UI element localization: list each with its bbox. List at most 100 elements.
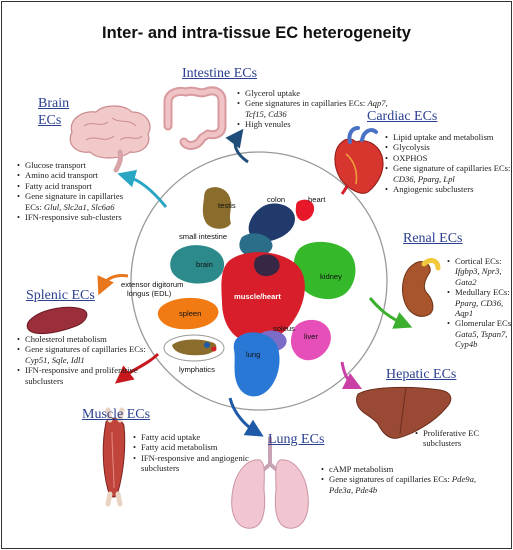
intestine-bullets: Glycerol uptake Gene signatures in capil… <box>236 88 395 130</box>
cardiac-bullet-text: Gene signature of capillaries ECs: <box>393 163 511 174</box>
hepatic-bullet: Proliferative EC subclusters <box>415 428 509 449</box>
splenic-bullet: Cholesterol metabolism <box>17 334 165 345</box>
splenic-genes: Cyp51, Sqle, Idl1 <box>25 354 85 365</box>
intestine-bullet: Gene signatures in capillaries ECs: Aqp7… <box>237 98 395 119</box>
renal-bullet: Cortical ECs: Ifgbp3, Npr3, Gata2 <box>447 256 511 287</box>
splenic-bullet: IFN-responsive and proliferative subclus… <box>17 365 165 386</box>
brain-bullet: IFN-responsive sub-clusters <box>17 212 129 223</box>
renal-heading: Renal ECs <box>403 231 463 246</box>
muscle-icon <box>102 407 126 507</box>
label-soleus: soleus <box>273 324 295 333</box>
splenic-bullet-text: Gene signatures of capillaries ECs: <box>25 344 146 355</box>
cluster-lymphatics <box>163 334 225 362</box>
cluster-spleen <box>157 297 219 330</box>
brain-heading-line2: ECs <box>38 113 62 128</box>
brain-genes: Glul, Slc2a1, Slc6a6 <box>43 201 115 212</box>
kidney-icon <box>401 258 441 317</box>
cluster-liver <box>290 319 331 361</box>
arrow-intestine <box>225 128 249 164</box>
cluster-colon-intestine <box>248 203 295 242</box>
lung-genes: Pde9a, Pde3a, Pde4b <box>329 474 477 495</box>
renal-bullet: Glomerular ECs: Gata5, Tspan7, Cyp4b <box>447 318 512 350</box>
label-muscle-heart: muscle/heart <box>234 292 281 301</box>
cluster-testis <box>202 187 231 229</box>
arrow-brain <box>117 169 168 208</box>
lung-bullet: cAMP metabolism <box>321 464 477 475</box>
cluster-kidney <box>293 241 356 300</box>
renal-bullet-label: Glomerular ECs: <box>455 318 512 329</box>
cardiac-bullet: Angiogenic subclusters <box>385 184 511 195</box>
hepatic-bullets: Proliferative EC subclusters <box>414 428 509 449</box>
splenic-heading: Splenic ECs <box>26 288 95 303</box>
splenic-bullet: Gene signatures of capillaries ECs: Cyp5… <box>17 344 165 365</box>
cluster-brain <box>170 245 225 284</box>
cardiac-genes: CD36, Pparg, Lpl <box>393 173 455 184</box>
muscle-bullet: Fatty acid metabolism <box>133 442 257 453</box>
label-colon: colon <box>267 195 286 204</box>
label-spleen: spleen <box>179 309 202 318</box>
intestine-bullet: Glycerol uptake <box>237 88 395 99</box>
lung-heading: Lung ECs <box>268 432 325 447</box>
arrow-lung <box>228 397 264 437</box>
brain-heading-line1: Brain <box>38 96 70 111</box>
hepatic-heading: Hepatic ECs <box>386 367 457 382</box>
liver-icon <box>356 386 452 439</box>
renal-genes: Pparg, CD36, Aqp1 <box>455 297 504 319</box>
muscle-bullet: Fatty acid uptake <box>133 432 257 443</box>
lung-bullets: cAMP metabolism Gene signatures of capil… <box>320 464 477 495</box>
figure-title: Inter- and intra-tissue EC heterogeneity <box>102 24 411 42</box>
cardiac-bullet: Lipid uptake and metabolism <box>385 132 511 143</box>
renal-bullet-label: Cortical ECs: <box>455 256 502 266</box>
arrow-splenic <box>97 274 129 296</box>
label-edl-line1: extensor digitorum <box>121 280 184 289</box>
cluster-muscle-heart <box>221 252 305 344</box>
brain-bullet: Glucose transport <box>17 160 129 171</box>
brain-bullets: Glucose transport Amino acid transport F… <box>16 160 129 223</box>
cluster-heart <box>295 199 315 221</box>
umap-circle <box>130 151 388 411</box>
label-lung: lung <box>246 350 261 359</box>
renal-genes: Ifgbp3, Npr3, Gata2 <box>455 266 502 287</box>
arrow-renal <box>368 297 413 329</box>
label-liver: liver <box>304 332 318 341</box>
heart-icon <box>334 126 384 194</box>
lung-bullet-text: Gene signatures of capillaries ECs: <box>329 474 452 485</box>
label-heart: heart <box>308 195 326 204</box>
cardiac-bullet: OXPHOS <box>385 153 511 164</box>
label-lymphatics: lymphatics <box>179 365 215 374</box>
renal-bullet: Medullary ECs: Pparg, CD36, Aqp1 <box>447 287 511 319</box>
renal-genes: Gata5, Tspan7, Cyp4b <box>455 328 508 350</box>
cluster-small-intestine <box>239 233 273 257</box>
renal-bullets: Cortical ECs: Ifgbp3, Npr3, Gata2 Medull… <box>446 256 512 350</box>
label-brain: brain <box>196 260 213 269</box>
intestine-bullet-text: Gene signatures in capillaries ECs: <box>245 98 368 109</box>
brain-bullet: Gene signature in capillaries ECs: Glul,… <box>17 191 129 212</box>
intestine-genes: Aqp7, Tcf15, Cd36 <box>245 98 388 119</box>
arrow-hepatic <box>340 361 363 390</box>
label-small-intestine: small intestine <box>179 232 228 241</box>
brain-bullet: Amino acid transport <box>17 170 129 181</box>
cardiac-bullet: Gene signature of capillaries ECs: CD36,… <box>385 163 511 184</box>
cluster-lung <box>233 332 280 397</box>
cardiac-bullets: Lipid uptake and metabolism Glycolysis O… <box>384 132 511 195</box>
intestine-heading: Intestine ECs <box>182 66 258 81</box>
label-testis: testis <box>218 201 236 210</box>
splenic-bullets: Cholesterol metabolism Gene signatures o… <box>16 334 165 386</box>
brain-bullet: Fatty acid transport <box>17 181 129 192</box>
cluster-mixed-center <box>253 254 280 277</box>
cardiac-bullet: Glycolysis <box>385 142 511 153</box>
intestine-bullet: High venules <box>237 119 395 130</box>
renal-bullet-label: Medullary ECs: <box>455 287 510 298</box>
muscle-bullets: Fatty acid uptake Fatty acid metabolism … <box>132 432 257 474</box>
lung-icon <box>231 436 309 529</box>
label-kidney: kidney <box>320 272 342 281</box>
spleen-icon <box>26 306 88 335</box>
label-edl-line2: longus (EDL) <box>127 289 172 298</box>
muscle-bullet: IFN-responsive and angiogenic subcluster… <box>133 453 257 474</box>
brain-bullet-text: Gene signature in capillaries ECs: <box>25 191 124 212</box>
cardiac-heading: Cardiac ECs <box>367 109 438 124</box>
muscle-heading: Muscle ECs <box>82 407 151 422</box>
lung-bullet: Gene signatures of capillaries ECs: Pde9… <box>321 474 477 495</box>
